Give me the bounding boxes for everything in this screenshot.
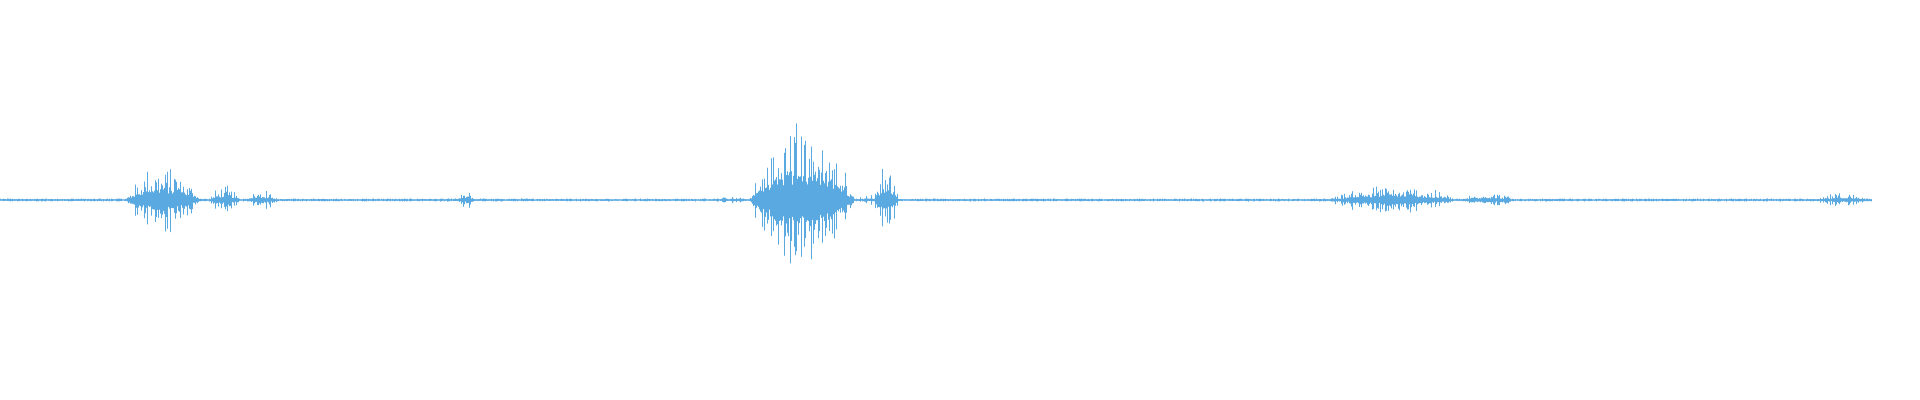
waveform-signal: [0, 123, 1872, 264]
